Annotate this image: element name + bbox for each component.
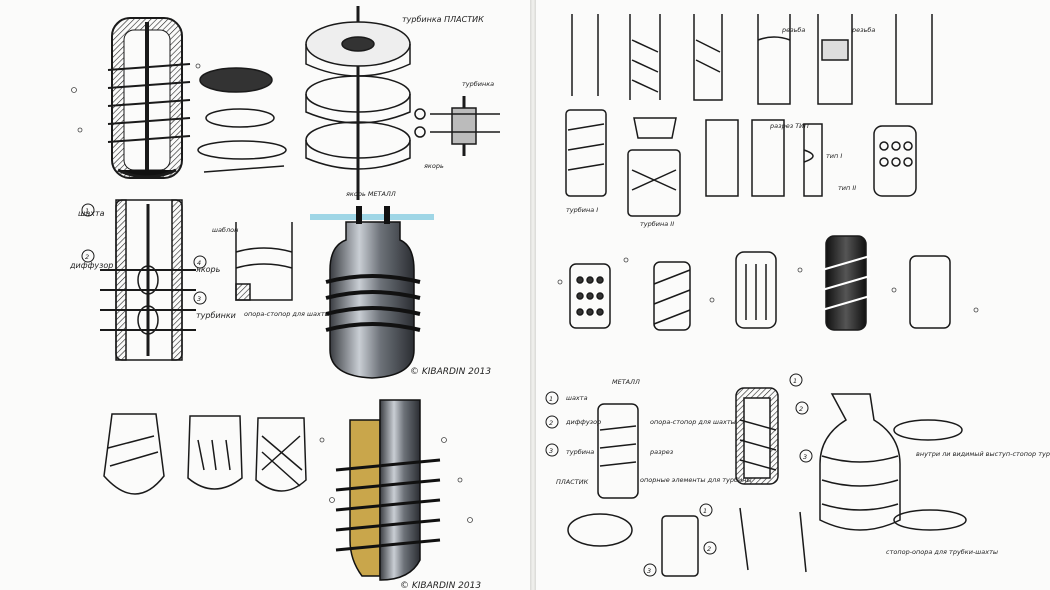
rendered-filter-metal	[310, 206, 434, 379]
signature-1: © KIBARDIN 2013	[410, 367, 491, 377]
label-type-one: тип I	[826, 152, 842, 160]
callout-numbers-right	[545, 373, 813, 577]
callout-2: 2	[85, 253, 89, 261]
label-plastic: ПЛАСТИК	[556, 478, 589, 486]
callout-r4: 1	[793, 377, 797, 385]
label-shaft: шахта	[78, 209, 105, 218]
callout-r6: 3	[803, 453, 807, 461]
turbine-side-detail	[414, 96, 500, 156]
label-turbine-top: турбинка	[462, 80, 494, 88]
label-diffuser: диффузор	[69, 261, 113, 270]
label-anchor-metal: якорь МЕТАЛЛ	[346, 190, 396, 198]
callout-1: 1	[85, 207, 89, 215]
label-turbine-plastic: турбинка ПЛАСТИК	[402, 15, 484, 24]
water-bubbles	[71, 63, 979, 523]
callout-r5: 2	[799, 405, 803, 413]
signature-2: © KIBARDIN 2013	[400, 581, 481, 590]
turbine-variants-row	[565, 109, 917, 217]
callout-numbers-left	[81, 203, 207, 305]
filter-body-variants	[569, 235, 951, 331]
rendered-filter-cutaway	[335, 399, 441, 581]
right-page	[536, 0, 1050, 590]
callout-4: 4	[197, 259, 201, 267]
label-bushing: шаблон	[212, 226, 238, 234]
label-shaft-2: шахта	[566, 394, 588, 402]
label-thread: разрез	[649, 448, 674, 456]
callout-r9: 3	[647, 567, 651, 575]
label-turbine-3: турбина	[566, 448, 594, 456]
label-cut-type: разрез ТИП	[769, 122, 809, 130]
label-support-stop: опора-стопор для шахты	[244, 310, 330, 318]
callout-r3: 3	[549, 447, 553, 455]
label-turbines: турбинки	[196, 311, 236, 320]
label-support-stop-2: опора-стопор для шахты	[650, 418, 736, 426]
label-anchor-2: якорь	[196, 265, 221, 274]
turbine-stack-cylinder	[305, 6, 411, 200]
filter-sketch-cutaway-2	[100, 199, 196, 361]
label-thread-2: резьба	[851, 26, 875, 34]
callout-3: 3	[197, 295, 201, 303]
label-pipe-stop: стопор-опора для трубки-шахты	[886, 548, 998, 556]
label-inner-note: внутри ли видимый выступ-стопор турбины?	[916, 450, 1050, 458]
assembly-cutaways-bottom	[567, 387, 967, 577]
support-stop-detail	[235, 222, 293, 301]
label-support-stop-3: опорные элементы для турбины	[640, 476, 752, 484]
callout-r7: 1	[703, 507, 707, 515]
tube-sections-row	[571, 14, 933, 105]
label-type-two: тип II	[838, 184, 856, 192]
callout-r1: 1	[549, 395, 553, 403]
label-diffuser-2: диффузор	[565, 418, 601, 426]
nozzle-variants	[103, 413, 307, 495]
left-page	[0, 0, 530, 590]
label-metal: МЕТАЛЛ	[612, 378, 640, 386]
label-anchor: якорь	[424, 162, 444, 170]
book-gutter	[530, 0, 536, 590]
exploded-turbine-discs	[197, 67, 287, 173]
filter-sketch-cutaway-1	[107, 17, 191, 179]
label-thread-1: резьба	[781, 26, 805, 34]
label-turbine-two: турбина II	[640, 220, 674, 228]
callout-r2: 2	[549, 419, 553, 427]
callout-r8: 2	[707, 545, 711, 553]
label-turbine-one: турбина I	[566, 206, 598, 214]
